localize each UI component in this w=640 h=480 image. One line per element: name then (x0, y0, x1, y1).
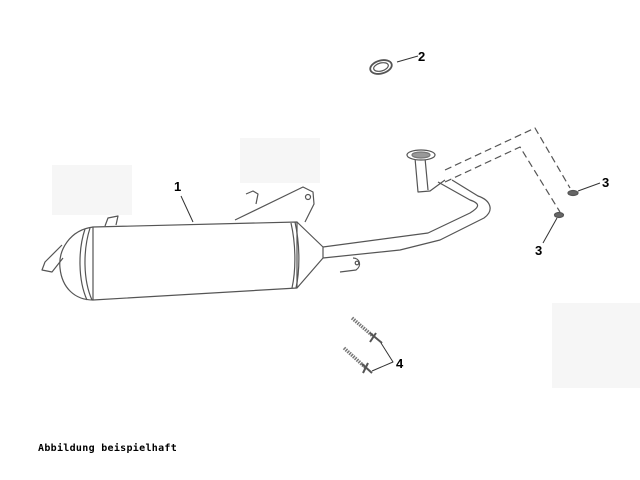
stud-dashed-lines (444, 127, 571, 213)
nut-drawing (542, 182, 601, 244)
caption: Abbildung beispielhaft (38, 443, 178, 454)
muffler-drawing (41, 149, 491, 301)
background-patch (552, 303, 640, 388)
background-patch (52, 165, 132, 215)
leader-line (180, 195, 194, 223)
gasket-ring-drawing (369, 55, 419, 75)
part-label-3-lower: 3 (535, 243, 543, 258)
background-patch (240, 138, 320, 183)
part-label-3-upper: 3 (602, 175, 610, 190)
part-label-1: 1 (174, 179, 182, 194)
bolt-drawing (342, 316, 394, 374)
part-label-2: 2 (418, 49, 426, 64)
part-label-4: 4 (396, 356, 404, 371)
